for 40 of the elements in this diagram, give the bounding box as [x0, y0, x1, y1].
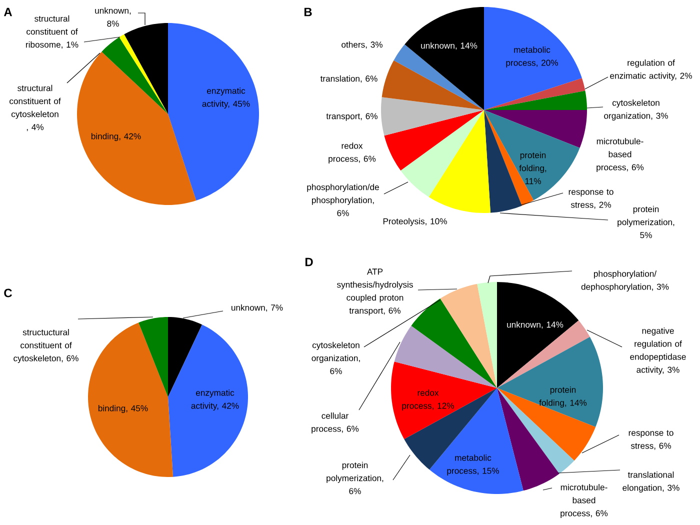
data-label: redox process, 6%	[328, 142, 376, 164]
data-label: enzymatic activity, 42%	[191, 390, 239, 411]
data-label: regulation of enzimatic activity, 2%	[610, 60, 692, 81]
data-label: redox process, 12%	[402, 390, 454, 411]
data-label: metabolic process, 20%	[506, 46, 558, 68]
data-label: metabolic process, 15%	[447, 454, 499, 476]
data-label: phosphorylation/ dephosphorylation, 3%	[581, 270, 669, 292]
data-label: unknown, 14%	[421, 42, 478, 50]
data-label: cellular process, 6%	[312, 412, 359, 434]
data-label: unknown, 14%	[507, 321, 564, 329]
data-label: negative regulation of endopeptidase activity, 3%	[630, 328, 686, 375]
data-label: ATP synthesis/hydrolysis coupled proton transport, 6%	[337, 268, 413, 316]
data-label: enzymatic activity, 45%	[202, 88, 250, 109]
data-label: protein folding, 14%	[539, 386, 587, 408]
data-label: microtubule-based process, 6%	[560, 484, 608, 518]
data-label: unknown, 7%	[232, 304, 283, 312]
panel-label: A	[4, 8, 12, 16]
data-label: unknown, 8%	[95, 7, 131, 27]
data-label: cytoskeleton organization, 3%	[604, 100, 668, 121]
panel-label: D	[305, 258, 313, 266]
data-label: protein folding, 11%	[519, 152, 546, 184]
data-label: protein polymerization, 5%	[618, 206, 674, 238]
data-label: Proteolysis, 10%	[383, 218, 447, 226]
data-label: structuctural constituent of cytoskeleton, 6%	[14, 329, 78, 364]
data-label: response to stress, 2%	[568, 189, 614, 209]
data-label: transport, 6%	[326, 113, 378, 121]
data-label: binding, 45%	[98, 405, 148, 414]
data-label: protein polymerization, 6%	[326, 462, 384, 494]
data-label: cytoskeleton organization, 6%	[312, 342, 360, 374]
data-label: others, 3%	[342, 41, 382, 49]
panel-label: B	[304, 8, 312, 16]
data-label: structural constituent of ribosome, 1%	[26, 15, 78, 49]
data-label: translation, 6%	[320, 75, 378, 83]
data-label: translational elongation, 3%	[622, 472, 680, 493]
data-label: structural constituent of cytoskeleton , 4%	[10, 84, 61, 132]
data-label: microtubule-based process, 6%	[596, 138, 644, 172]
panel-label: C	[4, 288, 12, 298]
data-label: response to stress, 6%	[628, 430, 674, 450]
data-label: phosphorylation/de phosphorylation, 6%	[307, 184, 379, 216]
data-label: binding, 42%	[91, 133, 141, 142]
